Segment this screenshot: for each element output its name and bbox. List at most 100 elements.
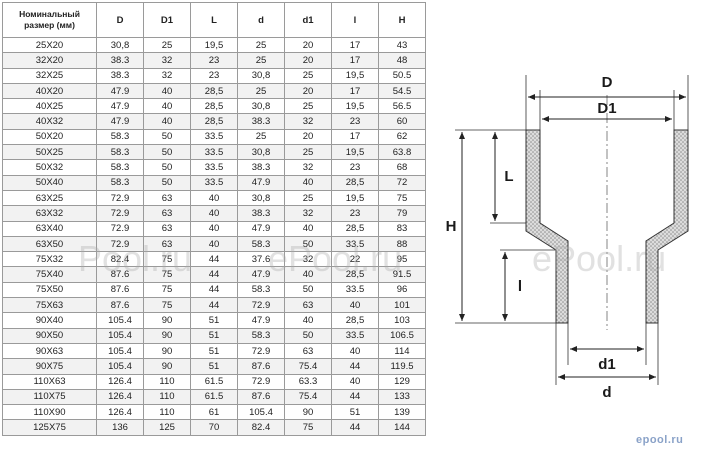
dim-label-d: d xyxy=(602,384,611,401)
cell-l: 44 xyxy=(331,419,379,436)
cell-D1: 110 xyxy=(143,373,191,390)
cell-L: 40 xyxy=(190,189,238,207)
cell-d: 38.3 xyxy=(237,205,285,222)
dim-label-d1: d1 xyxy=(598,356,616,373)
cell-H: 63.8 xyxy=(378,144,426,161)
cell-D1: 125 xyxy=(143,419,191,436)
cell-L: 44 xyxy=(190,281,238,299)
cell-D: 72.9 xyxy=(96,220,144,237)
header-col-l: l xyxy=(331,2,379,38)
cell-D1: 75 xyxy=(143,281,191,299)
cell-d: 87.6 xyxy=(237,358,285,375)
cell-d: 30,8 xyxy=(237,67,285,84)
cell-D: 58.3 xyxy=(96,128,144,146)
cell-H: 106.5 xyxy=(378,327,426,344)
cell-d1: 20 xyxy=(284,128,332,146)
cell-d: 58.3 xyxy=(237,281,285,299)
cell-size: 90X40 xyxy=(2,312,97,329)
header-col-d1: d1 xyxy=(284,2,332,38)
cell-l: 40 xyxy=(331,342,379,360)
cell-l: 44 xyxy=(331,358,379,375)
dim-label-l: l xyxy=(518,278,522,295)
cell-D1: 40 xyxy=(143,82,191,100)
cell-D: 30,8 xyxy=(96,36,144,54)
cell-H: 62 xyxy=(378,128,426,146)
dim-label-H: H xyxy=(446,218,457,235)
cell-l: 17 xyxy=(331,82,379,100)
cell-d1: 63 xyxy=(284,342,332,360)
cell-d1: 50 xyxy=(284,327,332,344)
cell-D: 47.9 xyxy=(96,82,144,100)
cell-d1: 20 xyxy=(284,82,332,100)
site-logo: epool.ru xyxy=(636,434,684,446)
cell-H: 103 xyxy=(378,312,426,329)
cell-D: 126.4 xyxy=(96,388,144,406)
cell-d: 82.4 xyxy=(237,419,285,436)
cell-d1: 90 xyxy=(284,404,332,421)
cell-l: 44 xyxy=(331,388,379,406)
cell-L: 51 xyxy=(190,327,238,344)
cell-d1: 25 xyxy=(284,98,332,115)
cell-L: 33.5 xyxy=(190,144,238,161)
cell-D: 82.4 xyxy=(96,251,144,268)
cell-d: 47.9 xyxy=(237,174,285,191)
cell-d: 38.3 xyxy=(237,113,285,130)
cell-L: 51 xyxy=(190,342,238,360)
cell-d1: 40 xyxy=(284,266,332,283)
cell-L: 33.5 xyxy=(190,128,238,146)
cell-L: 23 xyxy=(190,67,238,84)
cell-size: 50X25 xyxy=(2,144,97,161)
cell-d1: 75.4 xyxy=(284,358,332,375)
cell-H: 75 xyxy=(378,189,426,207)
cell-D: 105.4 xyxy=(96,327,144,344)
dim-label-D: D xyxy=(602,74,613,91)
cell-d1: 40 xyxy=(284,174,332,191)
cell-D1: 50 xyxy=(143,174,191,191)
cell-d1: 25 xyxy=(284,67,332,84)
cell-d1: 40 xyxy=(284,312,332,329)
cell-d: 47.9 xyxy=(237,312,285,329)
cell-d1: 50 xyxy=(284,235,332,253)
cell-size: 63X40 xyxy=(2,220,97,237)
cell-L: 70 xyxy=(190,419,238,436)
cell-d: 47.9 xyxy=(237,266,285,283)
cell-D: 72.9 xyxy=(96,189,144,207)
cell-D1: 40 xyxy=(143,98,191,115)
cell-size: 32X25 xyxy=(2,67,97,84)
cell-D1: 63 xyxy=(143,189,191,207)
cell-L: 61 xyxy=(190,404,238,421)
cell-D1: 25 xyxy=(143,36,191,54)
cell-H: 60 xyxy=(378,113,426,130)
cell-d1: 25 xyxy=(284,144,332,161)
cell-D: 105.4 xyxy=(96,312,144,329)
cell-D1: 90 xyxy=(143,327,191,344)
dimension-lines xyxy=(459,94,686,380)
cell-L: 51 xyxy=(190,312,238,329)
header-nominal-size: Номинальный размер (мм) xyxy=(2,2,97,38)
cell-D: 47.9 xyxy=(96,98,144,115)
cell-H: 72 xyxy=(378,174,426,191)
cell-H: 56.5 xyxy=(378,98,426,115)
cell-d1: 32 xyxy=(284,113,332,130)
cell-d1: 63.3 xyxy=(284,373,332,390)
cell-d: 87.6 xyxy=(237,388,285,406)
cell-d: 72.9 xyxy=(237,373,285,390)
reducer-drawing: D D1 H L l d1 d xyxy=(446,74,689,401)
cell-l: 51 xyxy=(331,404,379,421)
cell-l: 28,5 xyxy=(331,312,379,329)
header-col-D: D xyxy=(96,2,144,38)
cell-d1: 63 xyxy=(284,297,332,314)
cell-L: 28,5 xyxy=(190,113,238,130)
cell-D: 105.4 xyxy=(96,342,144,360)
